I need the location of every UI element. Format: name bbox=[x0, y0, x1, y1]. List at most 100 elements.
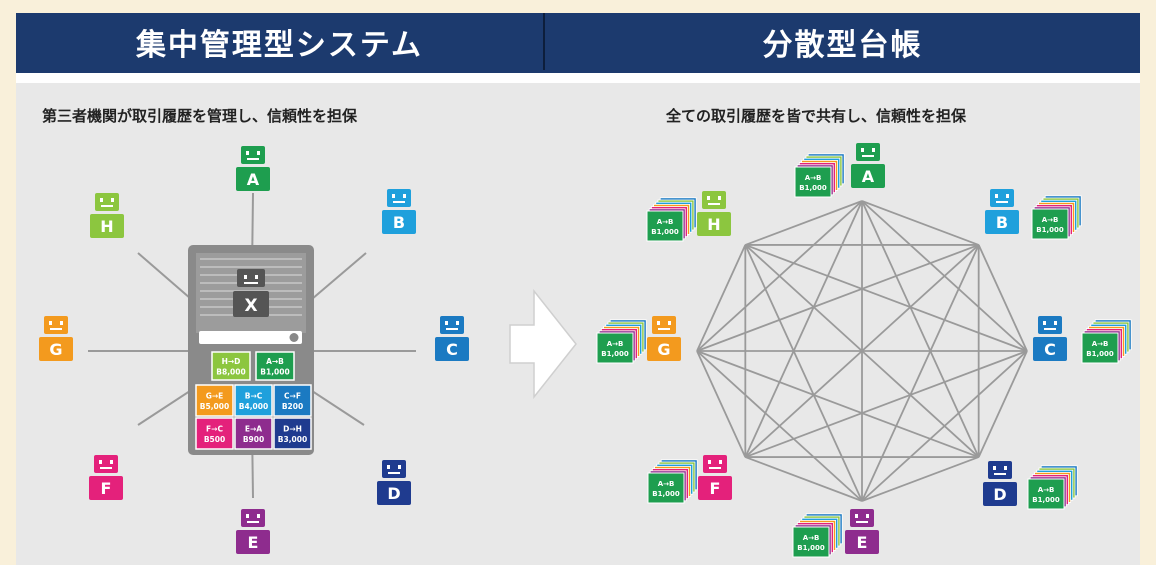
transaction-tile-bg bbox=[211, 351, 251, 381]
transaction-amount: B4,000 bbox=[239, 402, 268, 411]
ledger-stack: A→BB1,000 bbox=[1027, 465, 1078, 510]
robot-body-icon bbox=[985, 210, 1019, 234]
transaction-pair: A→B bbox=[266, 357, 284, 366]
link-e-h bbox=[744, 244, 863, 502]
link-b-e bbox=[861, 244, 980, 502]
ledger-stack: A→BB1,000 bbox=[794, 153, 845, 198]
server-search-bar bbox=[199, 331, 302, 344]
robot-eye-icon bbox=[445, 321, 448, 325]
header-white-band bbox=[16, 73, 1140, 83]
robot-eye-icon bbox=[861, 148, 864, 152]
ledger-amount: B1,000 bbox=[652, 490, 680, 498]
ledger-stack: A→BB1,000 bbox=[596, 319, 647, 364]
subtitle-centralized: 第三者機関が取引履歴を管理し、信頼性を担保 bbox=[42, 107, 358, 125]
robot-body-icon bbox=[236, 167, 270, 191]
robot-mouth-icon bbox=[709, 467, 721, 469]
transaction-amount: B900 bbox=[243, 435, 264, 444]
transaction-amount: B5,000 bbox=[200, 402, 229, 411]
robot-mouth-icon bbox=[994, 473, 1006, 475]
robot-head-icon bbox=[95, 193, 119, 211]
robot-body-icon bbox=[382, 210, 416, 234]
robot-eye-icon bbox=[708, 460, 711, 464]
robot-mouth-icon bbox=[247, 521, 259, 523]
ledger-top-page bbox=[794, 166, 832, 198]
ledger-amount: B1,000 bbox=[651, 228, 679, 236]
robot-eye-icon bbox=[1054, 321, 1057, 325]
link-g-h bbox=[696, 244, 747, 352]
transaction-pair: G→E bbox=[206, 392, 224, 401]
ledger-top-page bbox=[647, 472, 685, 504]
ledger-stack: A→BB1,000 bbox=[646, 197, 697, 242]
robot-body-icon bbox=[845, 530, 879, 554]
link-b-c bbox=[977, 244, 1028, 352]
ledger-top-page bbox=[1081, 332, 1119, 364]
link-d-h bbox=[744, 244, 980, 458]
node-label: F bbox=[101, 479, 112, 498]
node-label: H bbox=[707, 215, 720, 234]
node-f: F bbox=[698, 455, 732, 500]
link-b-g bbox=[696, 244, 979, 352]
transaction-pair: D→H bbox=[283, 425, 302, 434]
ledger-pair: A→B bbox=[803, 534, 820, 542]
transaction-pair: H→D bbox=[222, 357, 241, 366]
robot-body-icon bbox=[647, 337, 681, 361]
node-label: D bbox=[387, 484, 400, 503]
header-distributed: 分散型台帳 bbox=[545, 13, 1140, 70]
robot-mouth-icon bbox=[446, 328, 458, 330]
node-d: D bbox=[983, 461, 1017, 506]
transaction-tile: H→DB8,000 bbox=[211, 351, 251, 381]
robot-eye-icon bbox=[866, 514, 869, 518]
robot-body-icon bbox=[697, 212, 731, 236]
robot-eye-icon bbox=[403, 194, 406, 198]
ledger-stack: A→BB1,000 bbox=[1081, 319, 1132, 364]
robot-eye-icon bbox=[398, 465, 401, 469]
node-label: D bbox=[993, 485, 1006, 504]
link-f-g bbox=[696, 350, 747, 458]
robot-mouth-icon bbox=[996, 201, 1008, 203]
robot-eye-icon bbox=[100, 198, 103, 202]
robot-eye-icon bbox=[99, 460, 102, 464]
ledger-top-page bbox=[1027, 478, 1065, 510]
robot-mouth-icon bbox=[393, 201, 405, 203]
robot-mouth-icon bbox=[50, 328, 62, 330]
arrow-right-icon bbox=[509, 288, 577, 400]
transaction-list: H→DB8,000A→BB1,000G→EB5,000B→CB4,000C→FB… bbox=[195, 351, 312, 450]
node-label: B bbox=[996, 213, 1008, 232]
transaction-tile: D→HB3,000 bbox=[273, 417, 312, 450]
link-d-g bbox=[696, 350, 979, 458]
transaction-tile-bg bbox=[195, 384, 234, 417]
robot-head-icon bbox=[44, 316, 68, 334]
robot-eye-icon bbox=[993, 466, 996, 470]
robot-mouth-icon bbox=[244, 282, 258, 284]
robot-eye-icon bbox=[387, 465, 390, 469]
node-label: H bbox=[100, 217, 113, 236]
ledger-top-page bbox=[596, 332, 634, 364]
robot-body-icon bbox=[90, 214, 124, 238]
node-label: C bbox=[1044, 340, 1056, 359]
ledger-amount: B1,000 bbox=[1036, 226, 1064, 234]
robot-eye-icon bbox=[244, 275, 247, 279]
transaction-tile-bg bbox=[255, 351, 295, 381]
robot-eye-icon bbox=[707, 196, 710, 200]
link-a-f bbox=[744, 200, 863, 458]
transaction-tile-bg bbox=[234, 384, 273, 417]
transaction-tile: A→BB1,000 bbox=[255, 351, 295, 381]
link-a-h bbox=[745, 200, 863, 246]
node-d: D bbox=[377, 460, 411, 505]
robot-body-icon bbox=[435, 337, 469, 361]
transaction-tile-bg bbox=[195, 417, 234, 450]
header-centralized: 集中管理型システム bbox=[16, 13, 543, 70]
node-c: C bbox=[435, 316, 469, 361]
robot-mouth-icon bbox=[708, 203, 720, 205]
figure-frame: 集中管理型システム 分散型台帳 第三者機関が取引履歴を管理し、信頼性を担保 全て… bbox=[16, 13, 1140, 565]
link-a-d bbox=[861, 200, 980, 458]
link-e-g bbox=[696, 350, 863, 502]
robot-head-icon bbox=[241, 146, 265, 164]
ledger-amount: B1,000 bbox=[1086, 350, 1114, 358]
robot-eye-icon bbox=[718, 196, 721, 200]
robot-body-icon bbox=[39, 337, 73, 361]
network-diagram: XH→DB8,000A→BB1,000G→EB5,000B→CB4,000C→F… bbox=[39, 143, 1132, 558]
ledger-amount: B1,000 bbox=[601, 350, 629, 358]
